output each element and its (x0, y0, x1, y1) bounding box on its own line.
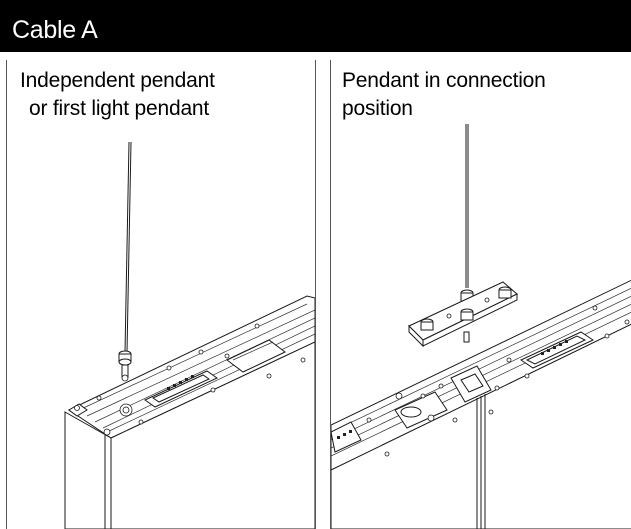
pendant-fitting (118, 350, 132, 378)
panel-caption-line2: or first light pendant (29, 97, 210, 120)
panel-caption-line2: position (342, 97, 413, 120)
luminaire-body (64, 295, 315, 529)
header-bar: Cable A (0, 0, 631, 52)
suspension-cable (124, 141, 132, 353)
page-title: Cable A (12, 16, 98, 44)
suspension-cable (465, 124, 469, 288)
connected-luminaires-drawing (331, 124, 631, 529)
pendant-luminaire-drawing (64, 141, 315, 529)
panel-independent-pendant: Independent pendant or first light penda… (6, 60, 316, 529)
panel-caption-line1: Independent pendant (20, 69, 215, 92)
panel-caption-line1: Pendant in connection (342, 69, 546, 92)
luminaire-body (331, 279, 631, 529)
panel-connection-pendant: Pendant in connection position (330, 60, 631, 529)
connector-bracket (408, 281, 518, 348)
